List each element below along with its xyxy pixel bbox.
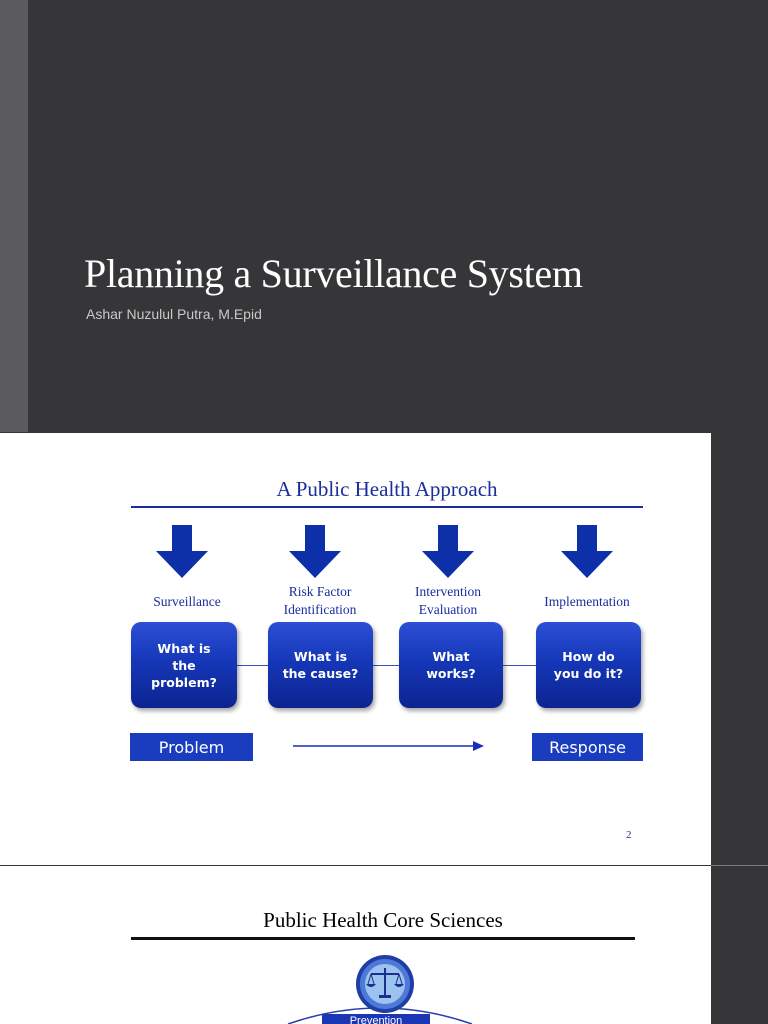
question-box-problem: What is the problem?: [131, 622, 237, 708]
step-label-surveillance: Surveillance: [153, 594, 221, 609]
accent-bar: [0, 0, 28, 432]
approach-title: A Public Health Approach: [276, 477, 498, 501]
down-arrow-icon: [422, 525, 474, 578]
question-box-cause: What is the cause?: [268, 622, 373, 708]
step-label-intervention: Intervention Evaluation: [415, 584, 481, 617]
title-rule: [131, 937, 635, 940]
down-arrow-icon: [289, 525, 341, 578]
right-arrow-icon: [293, 741, 484, 751]
connector-line: [373, 665, 399, 666]
slide-subtitle: Ashar Nuzulul Putra, M.Epid: [86, 306, 262, 322]
step-label-implementation: Implementation: [544, 594, 630, 609]
core-sciences-slide: Public Health Core Sciences Prevention: [0, 866, 711, 1024]
connector-line: [237, 665, 268, 666]
page-number: 2: [626, 829, 632, 841]
approach-slide: A Public Health Approach Surveillance Ri…: [0, 433, 711, 865]
question-box-works: What works?: [399, 622, 503, 708]
core-sciences-diagram: [287, 955, 473, 1024]
step-label-risk-factor: Risk Factor Identification: [283, 584, 357, 617]
title-slide: Planning a Surveillance System Ashar Nuz…: [0, 0, 768, 432]
connector-line: [503, 665, 536, 666]
problem-label: Problem: [130, 733, 253, 761]
background-strip: [711, 866, 768, 1024]
title-rule: [131, 506, 643, 508]
response-label: Response: [532, 733, 643, 761]
down-arrow-icon: [156, 525, 208, 578]
prevention-label: Prevention: [322, 1014, 430, 1024]
scales-icon: [356, 955, 414, 1013]
slide-separator: [711, 865, 768, 866]
down-arrow-icon: [561, 525, 613, 578]
core-sciences-title: Public Health Core Sciences: [263, 908, 503, 932]
slide-title: Planning a Surveillance System: [84, 251, 583, 296]
question-box-how: How do you do it?: [536, 622, 641, 708]
